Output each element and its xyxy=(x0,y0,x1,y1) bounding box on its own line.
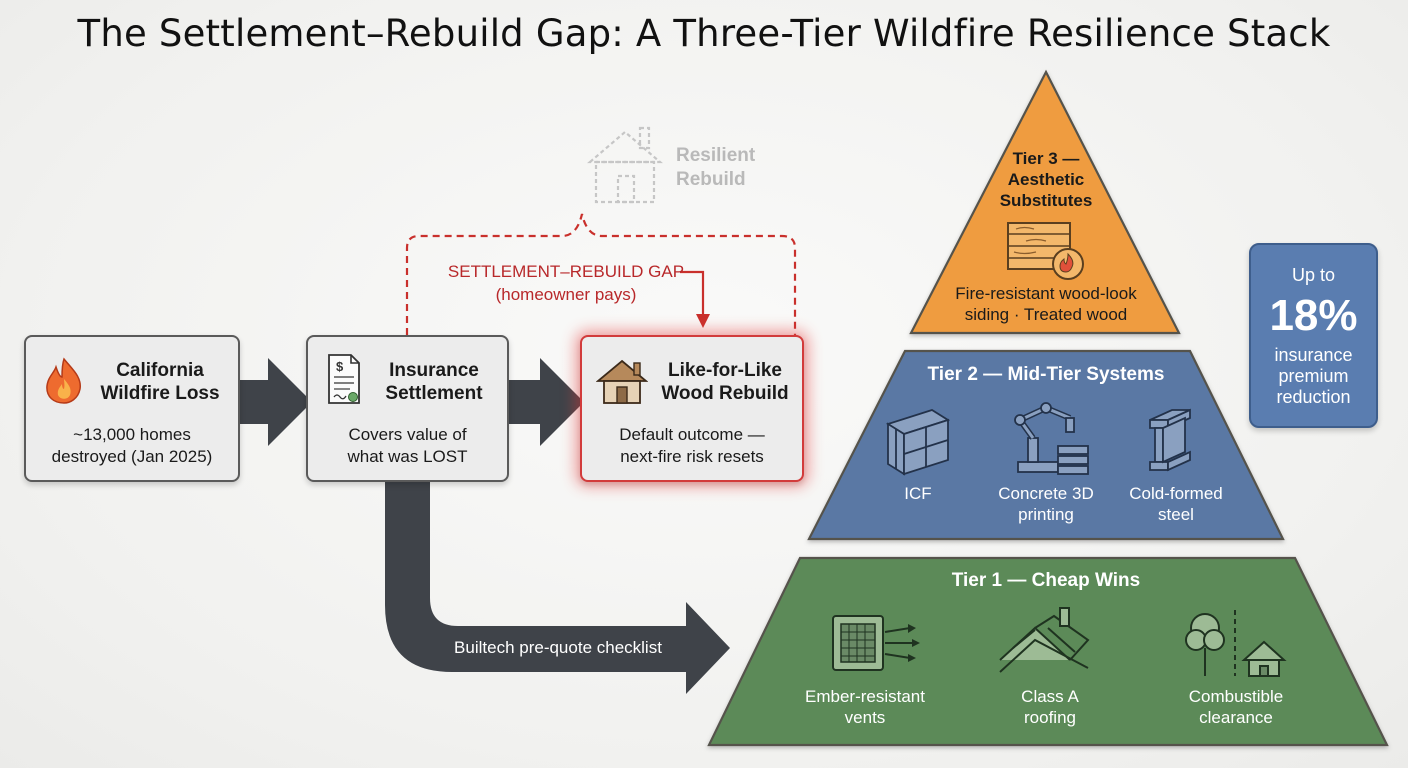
tier1-item-roofing: Class A roofing xyxy=(1021,687,1079,727)
icf-block-icon xyxy=(885,409,951,476)
document-dollar-icon: $ xyxy=(328,354,360,404)
stat-suffix: insurance premium reduction xyxy=(1274,345,1353,407)
checklist-label: Builtech pre-quote checklist xyxy=(454,638,662,657)
insurance-settlement-card: $ Insurance Settlement Covers value of w… xyxy=(306,335,509,482)
tier1-item-clearance: Combustible clearance xyxy=(1188,687,1284,727)
gap-sublabel: (homeowner pays) xyxy=(495,285,637,304)
stat-value: 18% xyxy=(1269,291,1358,340)
clearance-tree-house-icon xyxy=(1185,610,1287,677)
resilient-house-icon xyxy=(587,126,663,204)
tier2-label: Tier 2 — Mid-Tier Systems xyxy=(927,364,1165,385)
page-title: The Settlement–Rebuild Gap: A Three-Tier… xyxy=(77,12,1331,55)
insurance-settlement-detail: Covers value of what was LOST xyxy=(347,425,468,466)
tier1-label: Tier 1 — Cheap Wins xyxy=(951,570,1141,591)
gap-arrow xyxy=(680,270,705,316)
wildfire-loss-detail: ~13,000 homes destroyed (Jan 2025) xyxy=(51,425,213,466)
wood-siding-icon xyxy=(1007,222,1084,280)
tier3-detail: Fire-resistant wood-look siding · Treate… xyxy=(955,284,1137,324)
house-icon xyxy=(596,359,648,404)
resilient-rebuild-label: Resilient Rebuild xyxy=(676,145,756,190)
wildfire-loss-title: California Wildfire Loss xyxy=(100,360,220,404)
tier2-item-icf: ICF xyxy=(904,484,932,503)
wood-rebuild-detail: Default outcome — next-fire risk resets xyxy=(619,425,765,466)
gap-label: SETTLEMENT–REBUILD GAP xyxy=(447,262,685,281)
premium-reduction-callout: Up to 18% insurance premium reduction xyxy=(1249,243,1378,428)
checklist-arrow xyxy=(385,480,730,694)
tier3-block xyxy=(909,69,1181,335)
wood-rebuild-title: Like-for-Like Wood Rebuild xyxy=(661,360,789,404)
tier2-item-3d-printing: Concrete 3D printing xyxy=(998,484,1094,524)
gap-arrow-head xyxy=(696,314,710,328)
gap-bracket xyxy=(405,213,797,335)
steel-beam-icon xyxy=(1149,408,1191,472)
wildfire-loss-card: California Wildfire Loss ~13,000 homes d… xyxy=(24,335,240,482)
flame-icon xyxy=(46,357,81,404)
tier2-block xyxy=(807,349,1285,541)
insurance-settlement-title: Insurance Settlement xyxy=(385,360,483,404)
svg-text:$: $ xyxy=(336,359,344,374)
robot-arm-printer-icon xyxy=(1014,402,1089,475)
stat-prefix: Up to xyxy=(1291,265,1336,285)
class-a-roof-icon xyxy=(999,607,1090,673)
wood-rebuild-card: Like-for-Like Wood Rebuild Default outco… xyxy=(580,335,804,482)
flow-arrow-1 xyxy=(240,358,312,446)
tier2-item-steel: Cold-formed steel xyxy=(1129,484,1223,524)
ember-vent-icon xyxy=(832,615,920,671)
flow-arrow-2 xyxy=(509,358,584,446)
tier1-item-vents: Ember-resistant vents xyxy=(805,687,925,727)
tier3-label: Tier 3 — Aesthetic Substitutes xyxy=(999,149,1093,210)
